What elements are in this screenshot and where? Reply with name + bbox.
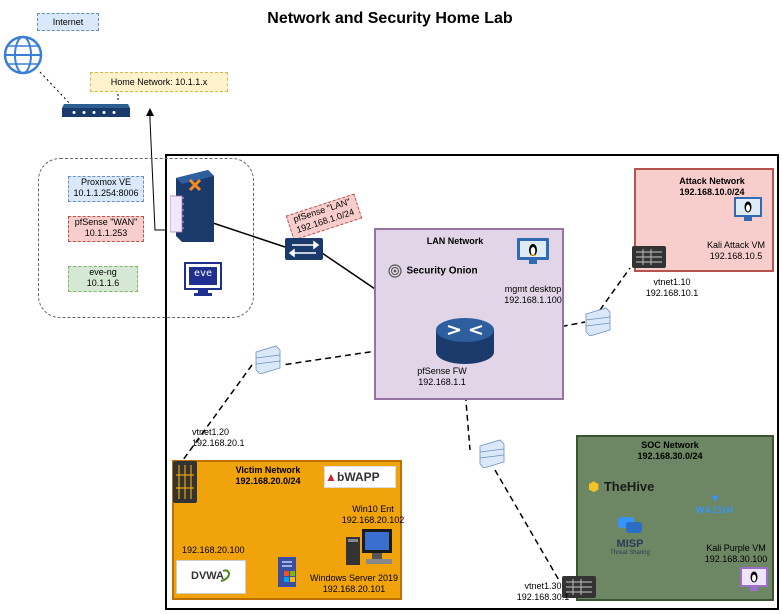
page-title: Network and Security Home Lab bbox=[267, 10, 513, 27]
security-onion-logo: Security Onion bbox=[388, 262, 478, 278]
link-server-switch bbox=[212, 222, 286, 248]
victim-network-title: Victim Network bbox=[235, 465, 301, 475]
kali-attack-label: Kali Attack VM 192.168.10.5 bbox=[696, 240, 776, 262]
pfsense-wan-name: pfSense "WAN" bbox=[74, 217, 138, 227]
proxmox-address: 10.1.1.254:8006 bbox=[73, 188, 139, 198]
soc-vtnet-name: vtnet1.30 bbox=[524, 581, 562, 591]
mgmt-desktop-address: 192.168.1.100 bbox=[504, 295, 562, 305]
proxmox-server-icon bbox=[170, 170, 214, 242]
proxmox-label: Proxmox VE 10.1.1.254:8006 bbox=[68, 176, 144, 202]
soc-network-subnet: 192.168.30.0/24 bbox=[637, 451, 703, 461]
windows-server-name: Windows Server 2019 bbox=[309, 573, 399, 583]
thehive-bee-icon: ⬢ bbox=[588, 479, 600, 494]
pfsense-fw-label: pfSense FW 192.168.1.1 bbox=[402, 366, 482, 388]
soc-network-title: SOC Network bbox=[641, 440, 699, 450]
misp-logo: MISP Threat Sharing bbox=[602, 516, 658, 556]
lan-switch-icon bbox=[285, 238, 323, 260]
windows-server-label: Windows Server 2019 192.168.20.101 bbox=[306, 573, 402, 595]
eve-ng-monitor-icon bbox=[184, 262, 222, 296]
pfsense-fw-address: 192.168.1.1 bbox=[418, 377, 466, 387]
windows-server-icon bbox=[278, 557, 296, 587]
kali-attack-linux-icon bbox=[734, 197, 762, 221]
attack-vtnet-label: vtnet1.10 192.168.10.1 bbox=[632, 277, 712, 299]
link-soc-firewall-switch bbox=[494, 469, 561, 583]
dvwa-logo: DVWA bbox=[176, 560, 246, 594]
attack-network-label: Attack Network 192.168.10.0/24 bbox=[660, 176, 764, 198]
kali-purple-label: Kali Purple VM 192.168.30.100 bbox=[694, 543, 778, 565]
kali-attack-address: 192.168.10.5 bbox=[709, 251, 763, 261]
link-attack-firewall-switch bbox=[599, 267, 631, 311]
mgmt-desktop-linux-icon bbox=[517, 238, 549, 264]
soc-vtnet-label: vtnet1.30 192.168.30.1 bbox=[510, 581, 576, 603]
internet-label: Internet bbox=[37, 13, 99, 31]
hypervisor-group bbox=[38, 158, 254, 318]
misp-label: MISP bbox=[616, 538, 644, 550]
eve-ng-address: 10.1.1.6 bbox=[86, 278, 120, 288]
wazuh-drop-icon: ▼ bbox=[709, 493, 721, 505]
victim-vtnet-name: vtnet1.20 bbox=[192, 427, 230, 437]
attack-firewall-icon bbox=[585, 307, 611, 336]
dvwa-label: DVWA bbox=[191, 570, 224, 582]
wazuh-label: WAZUH bbox=[696, 505, 734, 515]
globe-icon bbox=[3, 35, 43, 75]
pfsense-router-icon bbox=[436, 318, 494, 364]
arrow-head bbox=[146, 108, 154, 116]
onion-icon bbox=[388, 264, 402, 278]
proxmox-name: Proxmox VE bbox=[80, 177, 131, 187]
soc-vtnet-address: 192.168.30.1 bbox=[516, 592, 570, 602]
security-onion-label: Security Onion bbox=[406, 265, 478, 277]
kali-purple-address: 192.168.30.100 bbox=[704, 554, 768, 564]
mgmt-desktop-label: mgmt desktop 192.168.1.100 bbox=[478, 284, 588, 306]
victim-vtnet-address: 192.168.20.1 bbox=[192, 438, 245, 448]
soc-firewall-icon bbox=[479, 439, 505, 468]
victim-switch-icon bbox=[173, 461, 197, 503]
victim-network-label: Victim Network 192.168.20.0/24 bbox=[225, 465, 311, 487]
misp-chat-icon bbox=[618, 517, 642, 533]
attack-vtnet-address: 192.168.10.1 bbox=[645, 288, 699, 298]
mgmt-desktop-name: mgmt desktop bbox=[504, 284, 562, 294]
thehive-logo: ⬢ TheHive bbox=[588, 478, 654, 496]
pfsense-fw-name: pfSense FW bbox=[417, 366, 467, 376]
attack-switch-icon bbox=[632, 246, 666, 268]
eve-ng-name: eve-ng bbox=[89, 267, 117, 277]
soc-network-label: SOC Network 192.168.30.0/24 bbox=[620, 440, 720, 462]
pfsense-wan-address: 10.1.1.253 bbox=[84, 228, 128, 238]
pfsense-wan-label: pfSense "WAN" 10.1.1.253 bbox=[68, 216, 144, 242]
eve-logo: eve bbox=[193, 268, 213, 279]
lan-network-title: LAN Network bbox=[426, 236, 484, 246]
win10-name: Win10 Ent bbox=[352, 504, 394, 514]
link-internet-router bbox=[39, 71, 75, 109]
attack-network-subnet: 192.168.10.0/24 bbox=[679, 187, 745, 197]
misp-sublabel: Threat Sharing bbox=[610, 550, 650, 556]
dvwa-swirl-icon bbox=[220, 569, 231, 582]
win10-computer-icon bbox=[346, 529, 392, 565]
windows-server-address: 192.168.20.101 bbox=[322, 584, 386, 594]
victim-firewall-icon bbox=[255, 345, 281, 374]
eve-ng-label: eve-ng 10.1.1.6 bbox=[68, 266, 138, 292]
win10-label: Win10 Ent 192.168.20.102 bbox=[328, 504, 418, 526]
home-router-icon bbox=[62, 104, 130, 117]
bwapp-bug-icon: ▲ bbox=[325, 470, 337, 484]
thehive-label: TheHive bbox=[603, 479, 655, 494]
win10-address: 192.168.20.102 bbox=[341, 515, 405, 525]
attack-network-title: Attack Network bbox=[679, 176, 745, 186]
bwapp-label: bWAPP bbox=[337, 470, 380, 484]
dvwa-address-label: 192.168.20.100 bbox=[182, 545, 245, 555]
wazuh-logo: ▼ WAZUH bbox=[690, 493, 740, 516]
victim-network-subnet: 192.168.20.0/24 bbox=[235, 476, 301, 486]
bwapp-logo: ▲bWAPP bbox=[324, 466, 396, 488]
victim-vtnet-label: vtnet1.20 192.168.20.1 bbox=[192, 427, 252, 449]
soc-switch-icon bbox=[562, 576, 596, 598]
kali-purple-linux-icon bbox=[740, 567, 768, 591]
home-network-label: Home Network: 10.1.1.x bbox=[90, 72, 228, 92]
kali-purple-name: Kali Purple VM bbox=[706, 543, 766, 553]
lab-boundary bbox=[165, 154, 779, 610]
attack-vtnet-name: vtnet1.10 bbox=[653, 277, 691, 287]
kali-attack-name: Kali Attack VM bbox=[706, 240, 766, 250]
